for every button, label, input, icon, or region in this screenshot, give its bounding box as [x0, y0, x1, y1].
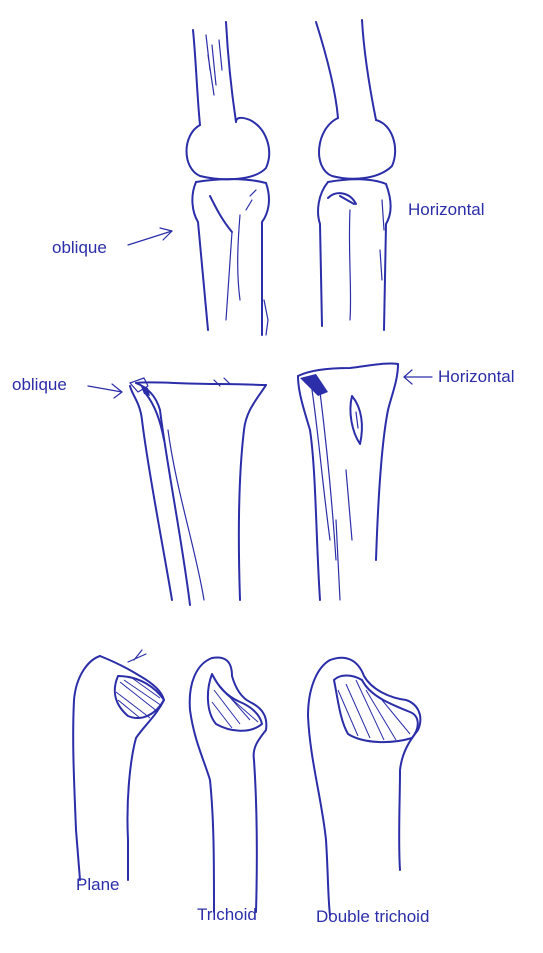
- row1-oblique-label: oblique: [52, 239, 107, 256]
- knee-horizontal-drawing: [316, 20, 395, 330]
- arrow-row1-left: [128, 228, 172, 245]
- trichoid-fragment-drawing: [190, 658, 267, 912]
- tibia-oblique-drawing: [130, 378, 266, 605]
- row2-oblique-label: oblique: [12, 376, 67, 393]
- row1-horizontal-label: Horizontal: [408, 201, 485, 218]
- tibia-horizontal-drawing: [298, 363, 398, 600]
- row2-horizontal-label: Horizontal: [438, 368, 515, 385]
- plane-label: Plane: [76, 876, 119, 893]
- arrow-row2-right: [404, 370, 432, 384]
- plane-fragment-drawing: [73, 650, 164, 880]
- arrow-row2-left: [88, 384, 122, 398]
- double-trichoid-label: Double trichoid: [316, 908, 429, 925]
- double-trichoid-fragment-drawing: [308, 658, 420, 915]
- knee-oblique-drawing: [187, 22, 270, 335]
- trichoid-label: Trichoid: [197, 906, 257, 923]
